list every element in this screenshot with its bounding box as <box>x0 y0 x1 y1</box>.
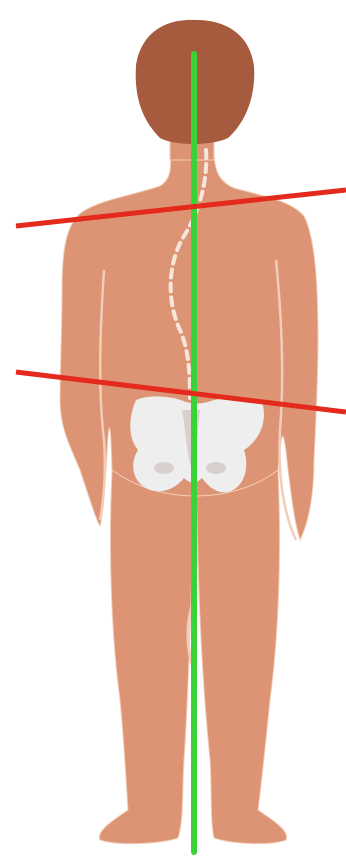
pelvis-foramen-left <box>154 462 174 474</box>
right-leg <box>196 470 287 844</box>
left-leg <box>99 470 194 844</box>
pelvis-foramen-right <box>206 462 226 474</box>
body-silhouette <box>60 120 318 844</box>
